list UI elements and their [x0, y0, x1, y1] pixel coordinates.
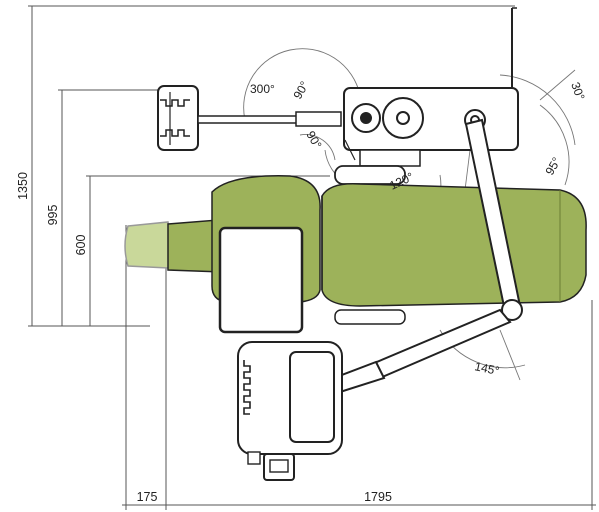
- headrest-cushion: [124, 221, 171, 269]
- height-dimension-lines: [28, 5, 515, 327]
- assistant-arm: [237, 308, 512, 481]
- angle-label-90-bottom: 90°: [303, 129, 324, 152]
- angle-label-90-top: 90°: [290, 79, 311, 102]
- seat-cushion: [321, 183, 587, 307]
- dimension-label-1795: 1795: [364, 490, 392, 504]
- dimension-label-1350: 1350: [16, 172, 30, 200]
- angle-label-95: 95°: [542, 155, 563, 178]
- angle-label-30: 30°: [568, 80, 587, 102]
- width-dimension-lines: [122, 225, 596, 510]
- dimension-label-995: 995: [46, 205, 60, 226]
- angle-label-300: 300°: [250, 82, 275, 96]
- delivery-tray: [157, 85, 342, 151]
- left-tablet: [218, 226, 304, 334]
- lamp-arm: [464, 118, 523, 321]
- dimension-label-600: 600: [74, 235, 88, 256]
- angle-label-145: 145°: [473, 359, 500, 378]
- dimension-label-175: 175: [137, 490, 158, 504]
